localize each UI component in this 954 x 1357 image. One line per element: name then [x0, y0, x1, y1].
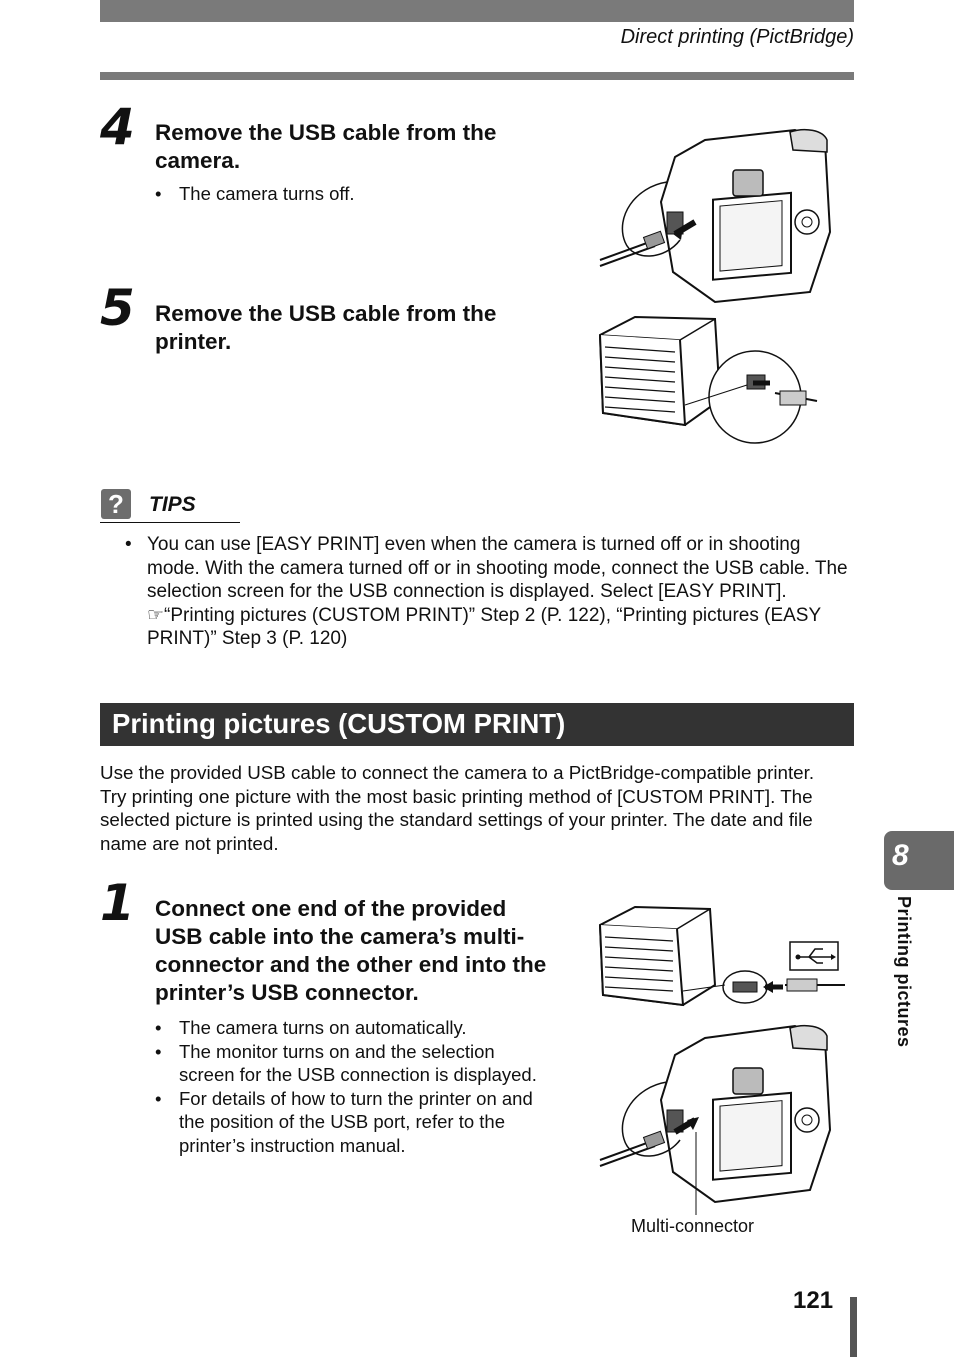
tips-body: You can use [EASY PRINT] even when the c…: [125, 533, 855, 651]
step-title: Connect one end of the provided USB cabl…: [155, 896, 547, 1005]
question-icon: ?: [101, 489, 131, 519]
bullet-item: The monitor turns on and the selection s…: [155, 1040, 540, 1087]
camera-illustration-icon: [599, 128, 832, 304]
step-number: 5: [100, 279, 135, 337]
bullet-item: The camera turns off.: [155, 182, 545, 206]
section-title: Printing pictures (CUSTOM PRINT): [112, 708, 566, 739]
header-rule: [100, 72, 854, 80]
step-number: 4: [100, 98, 135, 156]
printer-illustration-icon: [598, 315, 818, 444]
camera-illustration-icon: [599, 1024, 832, 1215]
step-bullets: The camera turns on automatically. The m…: [155, 1016, 540, 1157]
section-heading-bar: Printing pictures (CUSTOM PRINT): [100, 703, 854, 746]
step-bullets: The camera turns off.: [155, 182, 545, 206]
tips-label: TIPS: [149, 493, 196, 516]
bullet-item: For details of how to turn the printer o…: [155, 1087, 540, 1158]
header-top-bar: [100, 0, 854, 22]
chapter-label-container: Printing pictures: [862, 896, 938, 1082]
chapter-tab: 8: [884, 831, 954, 890]
multi-connector-caption: Multi-connector: [631, 1216, 755, 1236]
tips-rule: [100, 522, 240, 523]
step-number: 1: [100, 874, 135, 932]
header-title: Direct printing (PictBridge): [620, 26, 854, 48]
section-intro: Use the provided USB cable to connect th…: [100, 761, 860, 855]
bullet-item: The camera turns on automatically.: [155, 1016, 540, 1040]
page-number: 121: [793, 1287, 834, 1314]
intro-paragraph: Try printing one picture with the most b…: [100, 785, 813, 854]
step-title: Remove the USB cable from the camera.: [155, 120, 497, 173]
page-edge-bar: [850, 1297, 857, 1357]
printer-illustration-icon: [598, 905, 845, 1007]
chapter-number: 8: [892, 839, 909, 872]
bullet-item: You can use [EASY PRINT] even when the c…: [125, 533, 855, 651]
step-title: Remove the USB cable from the printer.: [155, 301, 497, 354]
intro-paragraph: Use the provided USB cable to connect th…: [100, 762, 815, 783]
chapter-label: Printing pictures: [894, 896, 914, 1048]
